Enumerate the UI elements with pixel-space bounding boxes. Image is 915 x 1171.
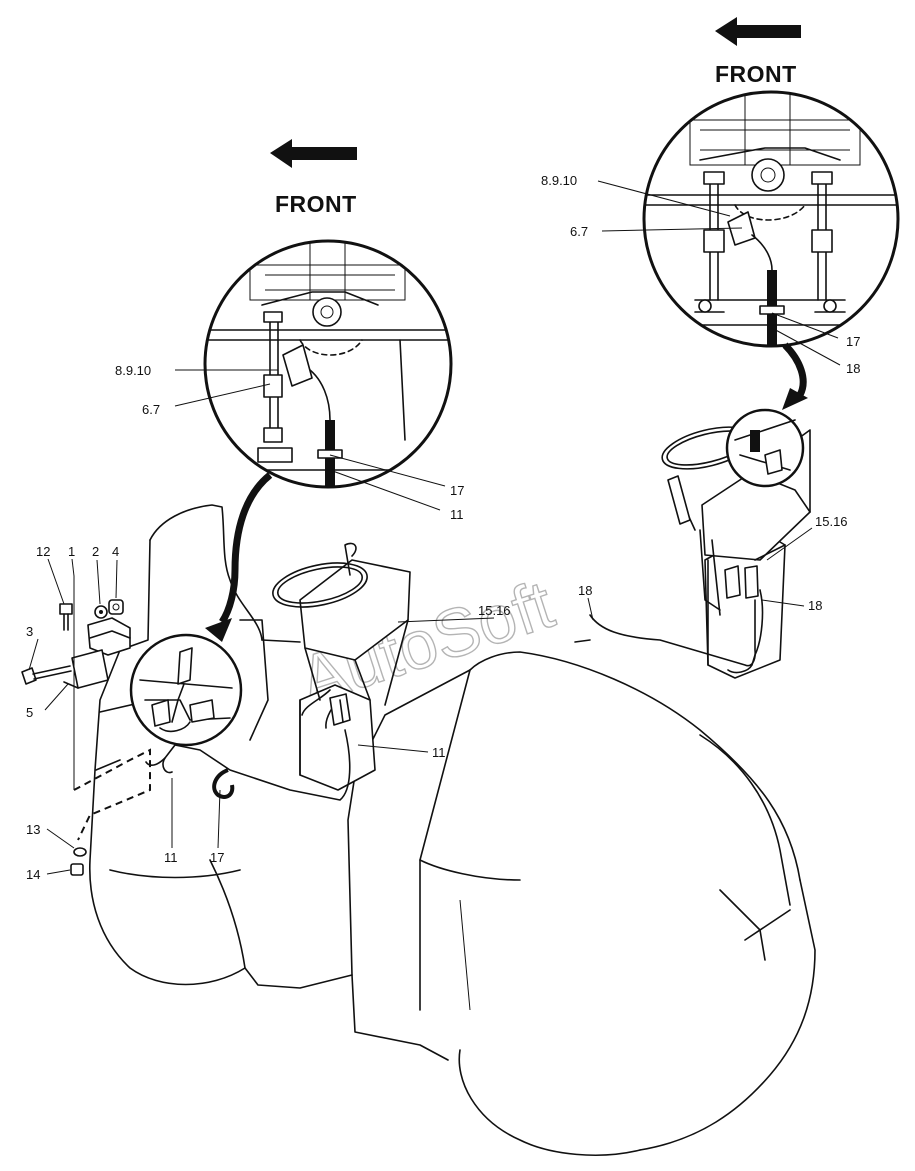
callout-18-right-console: 18 [808,598,822,613]
front-arrow-right [715,17,801,46]
callout-17-lower: 17 [210,850,224,865]
callout-labels: 8.9.10 6.7 17 11 8.9.10 6.7 17 18 12 1 2… [26,173,860,882]
callout-2: 2 [92,544,99,559]
callout-11-left: 11 [450,507,464,522]
callout-5: 5 [26,705,33,720]
callout-11-lower: 11 [164,850,178,865]
callout-17-left: 17 [450,483,464,498]
callout-15-16-right: 15.16 [815,514,848,529]
leader-lines [28,180,841,875]
callout-12: 12 [36,544,50,559]
tractor-body-main [88,504,816,1156]
callout-18-harness: 18 [578,583,592,598]
callout-8-9-10-right: 8.9.10 [541,173,577,188]
detail-circle-small [129,633,243,747]
pointer-arrow-left [205,472,273,642]
front-label-right: FRONT [715,61,797,87]
right-console-view [574,408,811,679]
callout-6-7-right: 6.7 [570,224,588,239]
clip-part-17 [212,768,235,799]
callout-18-right-detail: 18 [846,361,860,376]
callout-3: 3 [26,624,33,639]
callout-14: 14 [26,867,40,882]
detail-circle-left [203,239,453,489]
callout-15-16-main: 15.16 [478,603,511,618]
callout-6-7-left: 6.7 [142,402,160,417]
callout-17-right: 17 [846,334,860,349]
callout-1: 1 [68,544,75,559]
wire-harness-main [145,729,351,801]
callout-8-9-10-left: 8.9.10 [115,363,151,378]
detail-circle-right [642,90,900,348]
callout-13: 13 [26,822,40,837]
callout-11-main: 11 [432,745,446,760]
callout-4: 4 [112,544,119,559]
front-label-left: FRONT [275,191,357,217]
pointer-arrow-right [782,342,808,410]
front-arrow-left [270,139,357,168]
bracket-exploded-parts [21,576,151,876]
